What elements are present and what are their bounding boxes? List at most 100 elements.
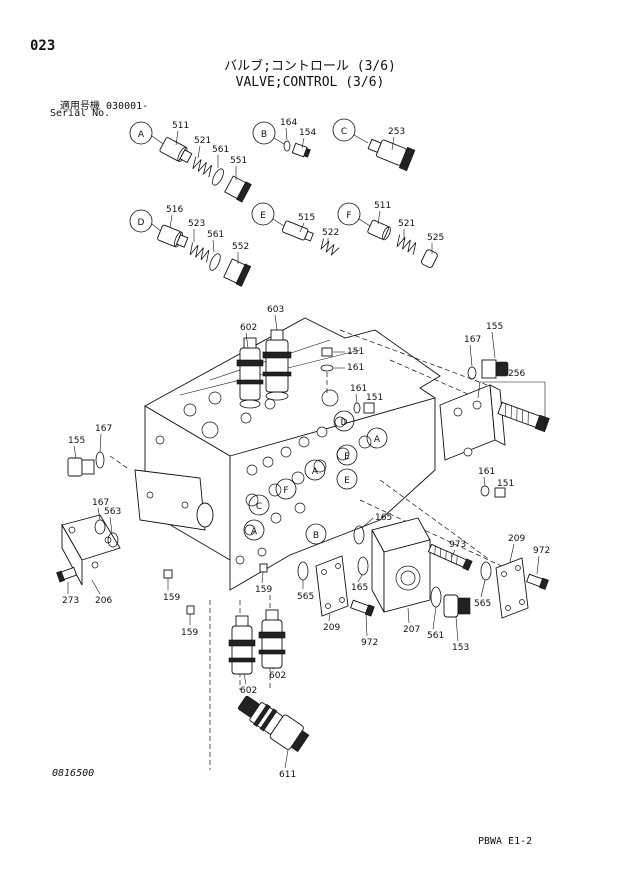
footer-code: PBWA E1-2 xyxy=(478,836,533,847)
part-number-167-right: 167 xyxy=(464,335,481,345)
part-number-611: 611 xyxy=(279,770,296,780)
callout-a-body2: A xyxy=(312,467,319,477)
part-number-973: 973 xyxy=(449,540,466,550)
part-number-155-left: 155 xyxy=(68,436,85,446)
cover-256 xyxy=(439,384,550,461)
part-number-602-bottom-right: 602 xyxy=(269,671,286,681)
callout-f-body: F xyxy=(283,486,288,496)
callout-circle-e xyxy=(251,202,275,226)
callout-circle-a xyxy=(129,121,153,145)
callout-e-body2: E xyxy=(344,476,350,486)
callout-d-body: D xyxy=(341,418,348,428)
callout-circle-a-body2 xyxy=(304,459,326,481)
relief-valve-602-bottom-right xyxy=(258,609,286,669)
part-number-972-right: 972 xyxy=(533,546,550,556)
part-number-151-mid: 151 xyxy=(366,393,383,403)
part-number-206: 206 xyxy=(95,596,112,606)
callout-d-label: D xyxy=(138,218,145,228)
callout-circle-d-body xyxy=(333,410,355,432)
part-number-521-f: 521 xyxy=(398,219,415,229)
block-207 xyxy=(371,517,431,613)
part-number-561-bottom: 561 xyxy=(427,631,444,641)
callout-c-label: C xyxy=(341,127,347,137)
part-number-511-f: 511 xyxy=(374,201,391,211)
callout-f-label: F xyxy=(346,211,351,221)
part-number-209-left: 209 xyxy=(323,623,340,633)
callout-circle-a-body1 xyxy=(366,427,388,449)
part-number-253: 253 xyxy=(388,127,405,137)
part-number-161-mid: 161 xyxy=(350,384,367,394)
part-number-563: 563 xyxy=(104,507,121,517)
part-number-523: 523 xyxy=(188,219,205,229)
part-number-602-top: 602 xyxy=(240,323,257,333)
callout-circle-f-body xyxy=(275,478,297,500)
part-number-159-a: 159 xyxy=(163,593,180,603)
callout-c-body: C xyxy=(256,502,262,512)
drawing-number: 0816500 xyxy=(52,768,95,779)
serial-label: Serial No. xyxy=(50,108,111,119)
callout-circle-e-body2 xyxy=(336,468,358,490)
part-number-155-right: 155 xyxy=(486,322,503,332)
part-number-603: 603 xyxy=(267,305,284,315)
callout-circle-c-body xyxy=(248,494,270,516)
part-number-164: 164 xyxy=(280,118,297,128)
callout-e-label: E xyxy=(260,211,266,221)
part-number-256: 256 xyxy=(508,369,525,379)
callout-a-body3: A xyxy=(251,527,258,537)
part-number-153: 153 xyxy=(452,643,469,653)
part-number-552: 552 xyxy=(232,242,249,252)
callout-e-body1: E xyxy=(344,452,350,462)
part-number-516: 516 xyxy=(166,205,183,215)
valve-611 xyxy=(238,695,310,753)
callout-b-label: B xyxy=(261,130,267,140)
part-number-602-bottom-left: 602 xyxy=(240,686,257,696)
part-number-159-b: 159 xyxy=(181,628,198,638)
callout-circle-e-body1 xyxy=(336,444,358,466)
part-number-151-right: 151 xyxy=(497,479,514,489)
part-number-972-left: 972 xyxy=(361,638,378,648)
part-number-207: 207 xyxy=(403,625,420,635)
part-number-561-d: 561 xyxy=(207,230,224,240)
part-number-521: 521 xyxy=(194,136,211,146)
part-number-209-right: 209 xyxy=(508,534,525,544)
part-number-151-top: 151 xyxy=(347,347,364,357)
relief-valve-602-top xyxy=(236,337,264,409)
part-number-565-left: 565 xyxy=(297,592,314,602)
part-number-165-top: 165 xyxy=(375,513,392,523)
part-number-551: 551 xyxy=(230,156,247,166)
part-number-561: 561 xyxy=(212,145,229,155)
relief-valve-603 xyxy=(262,329,292,401)
callout-a-label: A xyxy=(138,130,145,140)
serial-label-japanese: 適用号機 030001- xyxy=(60,101,149,112)
page-title: VALVE;CONTROL (3/6) xyxy=(235,75,385,90)
callout-circle-a-body3 xyxy=(243,519,265,541)
callout-circle-f xyxy=(337,202,361,226)
page-title-japanese: バルブ;コントロール (3/6) xyxy=(224,59,396,74)
callout-b-body: B xyxy=(313,531,319,541)
part-number-167-left: 167 xyxy=(95,424,112,434)
part-number-159-c: 159 xyxy=(255,585,272,595)
part-number-525: 525 xyxy=(427,233,444,243)
callout-circle-b-body xyxy=(305,523,327,545)
callout-circle-c xyxy=(332,118,356,142)
part-number-522: 522 xyxy=(322,228,339,238)
part-number-273: 273 xyxy=(62,596,79,606)
relief-valve-602-bottom-left xyxy=(228,615,256,675)
callout-circle-d xyxy=(129,209,153,233)
part-number-161-top: 161 xyxy=(347,363,364,373)
callout-circle-b xyxy=(252,121,276,145)
valve-body xyxy=(134,317,441,591)
part-number-165-bottom: 165 xyxy=(351,583,368,593)
part-number-511: 511 xyxy=(172,121,189,131)
part-number-154: 154 xyxy=(299,128,316,138)
part-number-565-right: 565 xyxy=(474,599,491,609)
part-number-515: 515 xyxy=(298,213,315,223)
flange-209-right xyxy=(495,557,529,619)
cover-206 xyxy=(61,514,121,586)
part-number-161-right: 161 xyxy=(478,467,495,477)
callout-a-body1: A xyxy=(374,435,381,445)
flange-209-left xyxy=(315,555,349,617)
page-number: 023 xyxy=(30,38,56,54)
part-number-167-left2: 167 xyxy=(92,498,109,508)
